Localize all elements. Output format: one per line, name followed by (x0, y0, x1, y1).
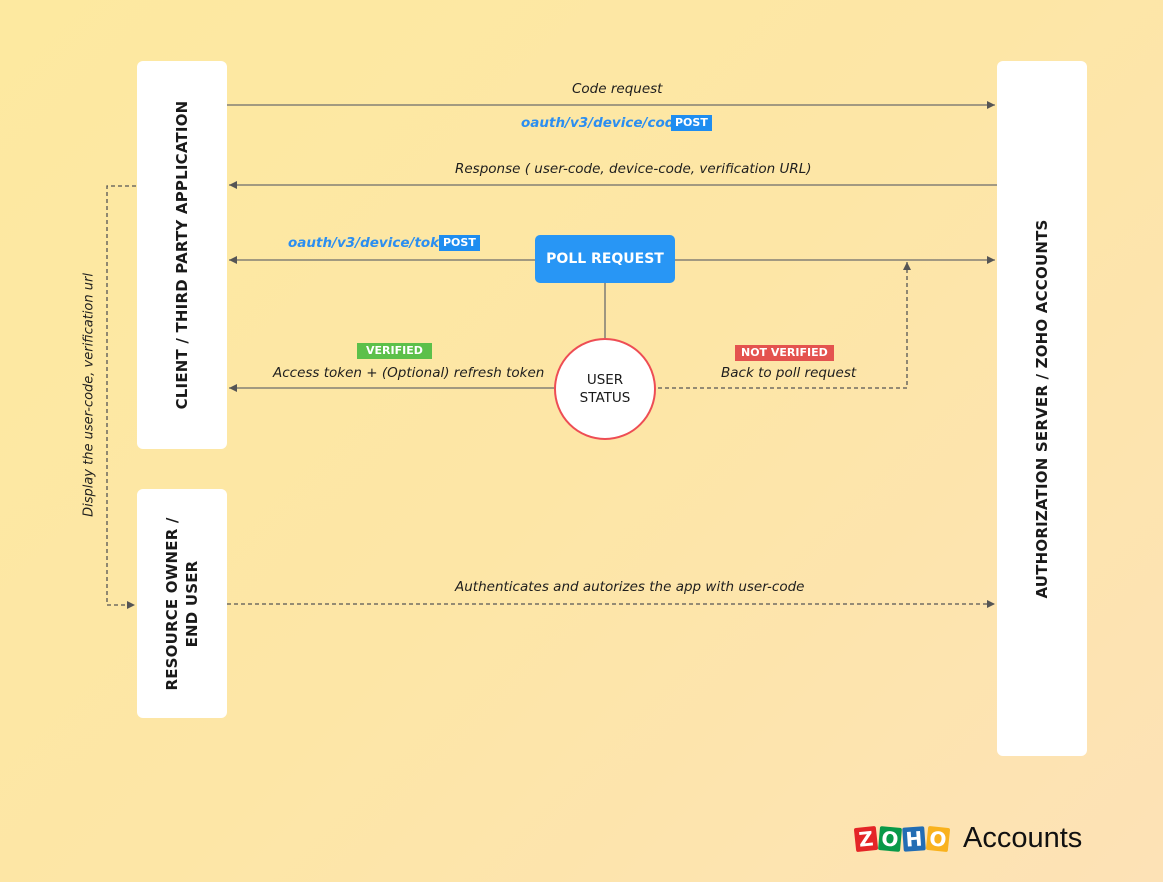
response-label: Response ( user-code, device-code, verif… (455, 161, 812, 177)
zoho-accounts-logo: Z O H O Accounts (853, 822, 1083, 855)
server-box: AUTHORIZATION SERVER / ZOHO ACCOUNTS (997, 61, 1087, 756)
user-status-line2: STATUS (579, 390, 631, 406)
logo-letter-o2: O (925, 825, 951, 852)
poll-request-node: POLL REQUEST (535, 235, 675, 283)
owner-label: RESOURCE OWNER / END USER (162, 517, 202, 690)
code-request-label: Code request (572, 81, 663, 97)
owner-box: RESOURCE OWNER / END USER (137, 489, 227, 718)
client-label: CLIENT / THIRD PARTY APPLICATION (173, 100, 191, 410)
display-label: Display the user-code, verification url (81, 273, 97, 517)
not-verified-arrow (658, 262, 911, 389)
logo-letter-z: Z (853, 825, 879, 852)
logo-product-name: Accounts (963, 822, 1083, 854)
not-verified-label: Back to poll request (721, 365, 857, 381)
token-endpoint: oauth/v3/device/token (288, 235, 458, 251)
verified-badge: VERIFIED (357, 343, 432, 359)
client-box: CLIENT / THIRD PARTY APPLICATION (137, 61, 227, 449)
authenticate-label: Authenticates and autorizes the app with… (455, 579, 805, 595)
token-post-badge: POST (439, 235, 480, 251)
user-status-line1: USER (586, 372, 624, 388)
verified-label: Access token + (Optional) refresh token (273, 365, 545, 381)
logo-letter-o1: O (877, 825, 903, 852)
code-post-badge: POST (671, 115, 712, 131)
owner-label-line2: END USER (183, 560, 201, 647)
code-endpoint: oauth/v3/device/code (521, 115, 684, 131)
owner-label-line1: RESOURCE OWNER / (163, 516, 181, 691)
logo-letter-h: H (902, 825, 926, 852)
server-label: AUTHORIZATION SERVER / ZOHO ACCOUNTS (1033, 218, 1051, 599)
not-verified-badge: NOT VERIFIED (735, 345, 834, 361)
user-status-node: USER STATUS (554, 338, 656, 440)
